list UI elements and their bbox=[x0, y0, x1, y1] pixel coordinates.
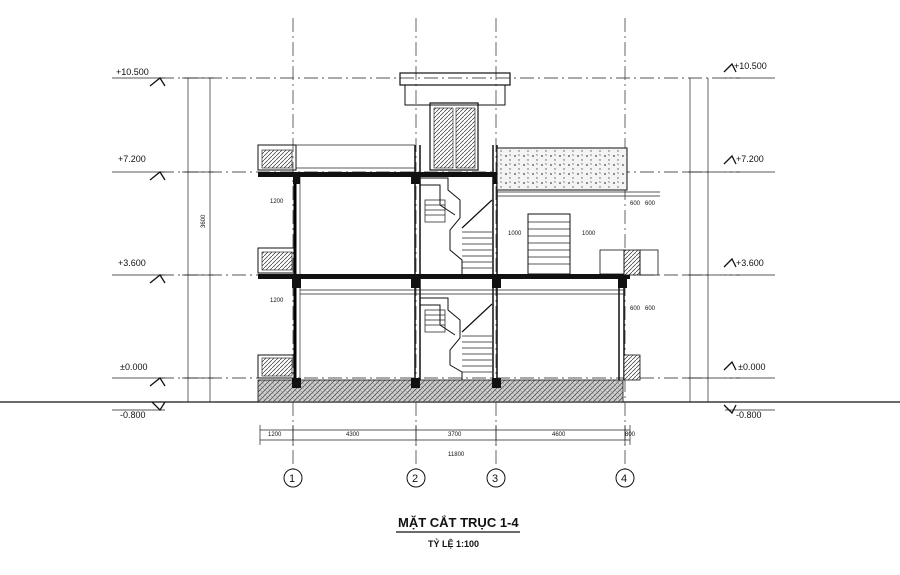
drawing-title: MẶT CẮT TRỤC 1-4 bbox=[398, 515, 519, 530]
roof-terrace bbox=[496, 147, 628, 191]
stair-lower bbox=[420, 297, 493, 380]
axis-bubble-3 bbox=[486, 468, 506, 488]
title-block: MẶT CẮT TRỤC 1-4 TỶ LỆ 1:100 bbox=[396, 515, 520, 549]
window-dim-1: 1000 bbox=[508, 231, 522, 237]
drawing-scale: TỶ LỆ 1:100 bbox=[428, 538, 479, 549]
left-small-dim-2: 1200 bbox=[270, 298, 284, 304]
tower-door bbox=[429, 102, 479, 171]
right-small-dim-2: 600 bbox=[645, 201, 656, 207]
window-dim-2: 1000 bbox=[582, 231, 596, 237]
bottom-dim-1: 1200 bbox=[268, 432, 282, 438]
vertical-dimensions: 3600 bbox=[182, 77, 712, 403]
level-floor2-right: +3.600 bbox=[736, 258, 764, 268]
axis-bubble-4 bbox=[615, 468, 635, 488]
level-ground-right: ±0.000 bbox=[738, 362, 765, 372]
bottom-dim-2: 4300 bbox=[346, 432, 360, 438]
bottom-dim-4: 4600 bbox=[552, 432, 566, 438]
axis-label-2: 2 bbox=[412, 473, 418, 485]
level-floor2-left: +3.600 bbox=[118, 258, 146, 268]
bottom-dim-3: 3700 bbox=[448, 432, 462, 438]
level-markers-left: +10.500 +7.200 +3.600 ±0.000 -0.800 bbox=[112, 67, 166, 420]
level-roof-right: +10.500 bbox=[734, 61, 767, 71]
building-section bbox=[257, 72, 660, 403]
total-dim: 11800 bbox=[448, 452, 465, 458]
level-markers-right: +10.500 +7.200 +3.600 ±0.000 -0.800 bbox=[723, 61, 775, 420]
stair-tower bbox=[399, 72, 511, 86]
right-small-dim-1: 600 bbox=[630, 201, 641, 207]
right-small-dim-4: 600 bbox=[645, 306, 656, 312]
level-floor3-left: +7.200 bbox=[118, 154, 146, 164]
axis-bubble-2 bbox=[406, 468, 426, 488]
axis-label-4: 4 bbox=[621, 473, 627, 485]
axis-label-3: 3 bbox=[492, 473, 498, 485]
axis-label-1: 1 bbox=[289, 473, 295, 485]
rolling-door bbox=[527, 213, 571, 275]
rolling-door-slats bbox=[528, 221, 570, 265]
level-ground-left: ±0.000 bbox=[120, 362, 147, 372]
bottom-dimensions: 1200 4300 3700 4600 800 11800 bbox=[259, 425, 636, 458]
left-height-dim: 3600 bbox=[201, 214, 207, 228]
foundation-hatch bbox=[257, 379, 624, 403]
level-base-left: -0.800 bbox=[120, 410, 146, 420]
grid-axes bbox=[292, 18, 626, 470]
level-floor3-right: +7.200 bbox=[736, 154, 764, 164]
level-base-right: -0.800 bbox=[736, 410, 762, 420]
bottom-dim-5: 800 bbox=[625, 432, 636, 438]
right-small-dim-3: 600 bbox=[630, 306, 641, 312]
axis-bubble-1 bbox=[283, 468, 303, 488]
axis-bubbles: 1 2 3 4 bbox=[283, 468, 635, 488]
level-roof-left: +10.500 bbox=[116, 67, 149, 77]
stair-upper bbox=[420, 177, 493, 275]
left-small-dim-1: 1200 bbox=[270, 199, 284, 205]
inner-dimensions: 1200 1200 600 600 600 600 1000 1000 bbox=[270, 199, 656, 312]
